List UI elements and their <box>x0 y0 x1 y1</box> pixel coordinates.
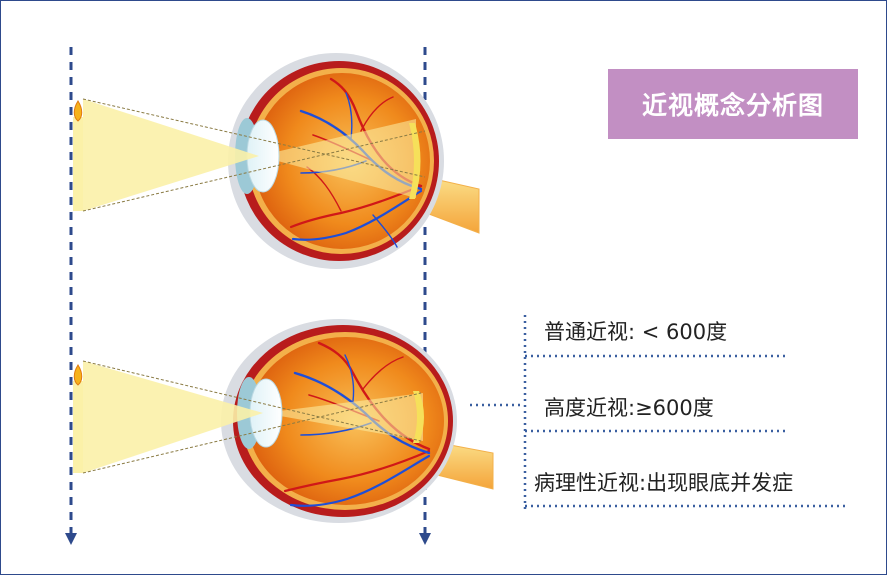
legend-leaders <box>470 315 849 513</box>
right-axis-arrow <box>419 533 431 545</box>
legend-normal-myopia: 普通近视: < 600度 <box>544 320 728 344</box>
legend-pathological-myopia: 病理性近视:出现眼底并发症 <box>534 471 794 495</box>
bottom-eye-illustration <box>221 319 494 523</box>
top-eye-illustration <box>228 53 480 269</box>
bottom-inner-light <box>263 393 423 441</box>
diagram-title: 近视概念分析图 <box>608 69 858 139</box>
candle-icon <box>73 364 83 473</box>
top-light-cone <box>82 98 426 212</box>
left-axis-arrow <box>65 533 77 545</box>
bottom-light-cone <box>82 360 422 474</box>
legend-high-myopia: 高度近视:≥600度 <box>544 396 714 420</box>
top-inner-light <box>259 119 416 198</box>
candle-icon <box>73 100 83 211</box>
